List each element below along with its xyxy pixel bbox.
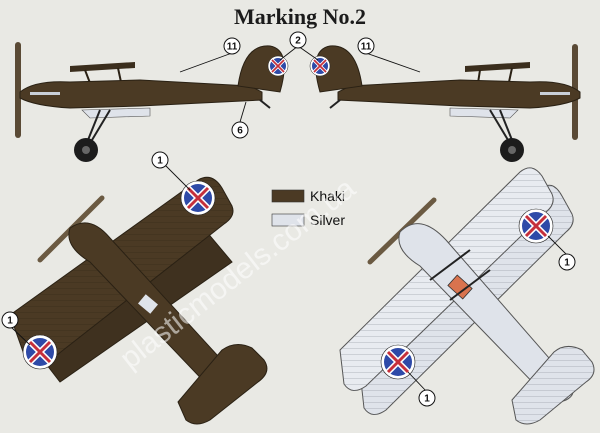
callout-label: 11 <box>361 42 372 53</box>
callout-11-right: 11 <box>357 37 375 55</box>
callout-1-top-right: 1 <box>558 253 576 271</box>
callout-1-bottom-left: 1 <box>1 311 19 329</box>
callout-1-bottom-right: 1 <box>418 389 436 407</box>
callout-2: 2 <box>289 31 307 49</box>
fuselage <box>337 79 581 109</box>
callouts: 11 2 11 6 1 1 <box>1 31 576 407</box>
color-legend: Khaki Silver <box>271 188 345 228</box>
upper-wing <box>70 62 135 72</box>
callout-label: 1 <box>7 316 13 327</box>
silver-swatch <box>271 213 305 227</box>
khaki-swatch <box>271 189 305 203</box>
fuselage <box>398 223 574 403</box>
callout-label: 11 <box>227 42 238 53</box>
top-view-khaki <box>9 176 268 425</box>
callout-label: 1 <box>157 156 163 167</box>
callout-label: 1 <box>564 258 570 269</box>
callout-11-left: 11 <box>223 37 241 55</box>
callout-label: 2 <box>295 36 301 47</box>
sheet-title: Marking No.2 <box>234 4 366 29</box>
propeller <box>15 42 21 138</box>
side-view-left <box>15 42 290 162</box>
khaki-label: Khaki <box>310 188 345 204</box>
tailplane <box>177 344 268 425</box>
tail-fin <box>315 45 363 93</box>
callout-label: 6 <box>237 126 243 137</box>
callout-label: 1 <box>424 394 430 405</box>
silver-label: Silver <box>310 212 345 228</box>
callout-1-top-left: 1 <box>151 151 169 169</box>
upper-wing <box>465 62 530 72</box>
callout-lines <box>9 45 568 393</box>
fuselage <box>19 79 263 109</box>
bottom-view-silver <box>339 167 595 425</box>
side-view-right <box>308 44 581 162</box>
callout-6: 6 <box>231 121 249 139</box>
